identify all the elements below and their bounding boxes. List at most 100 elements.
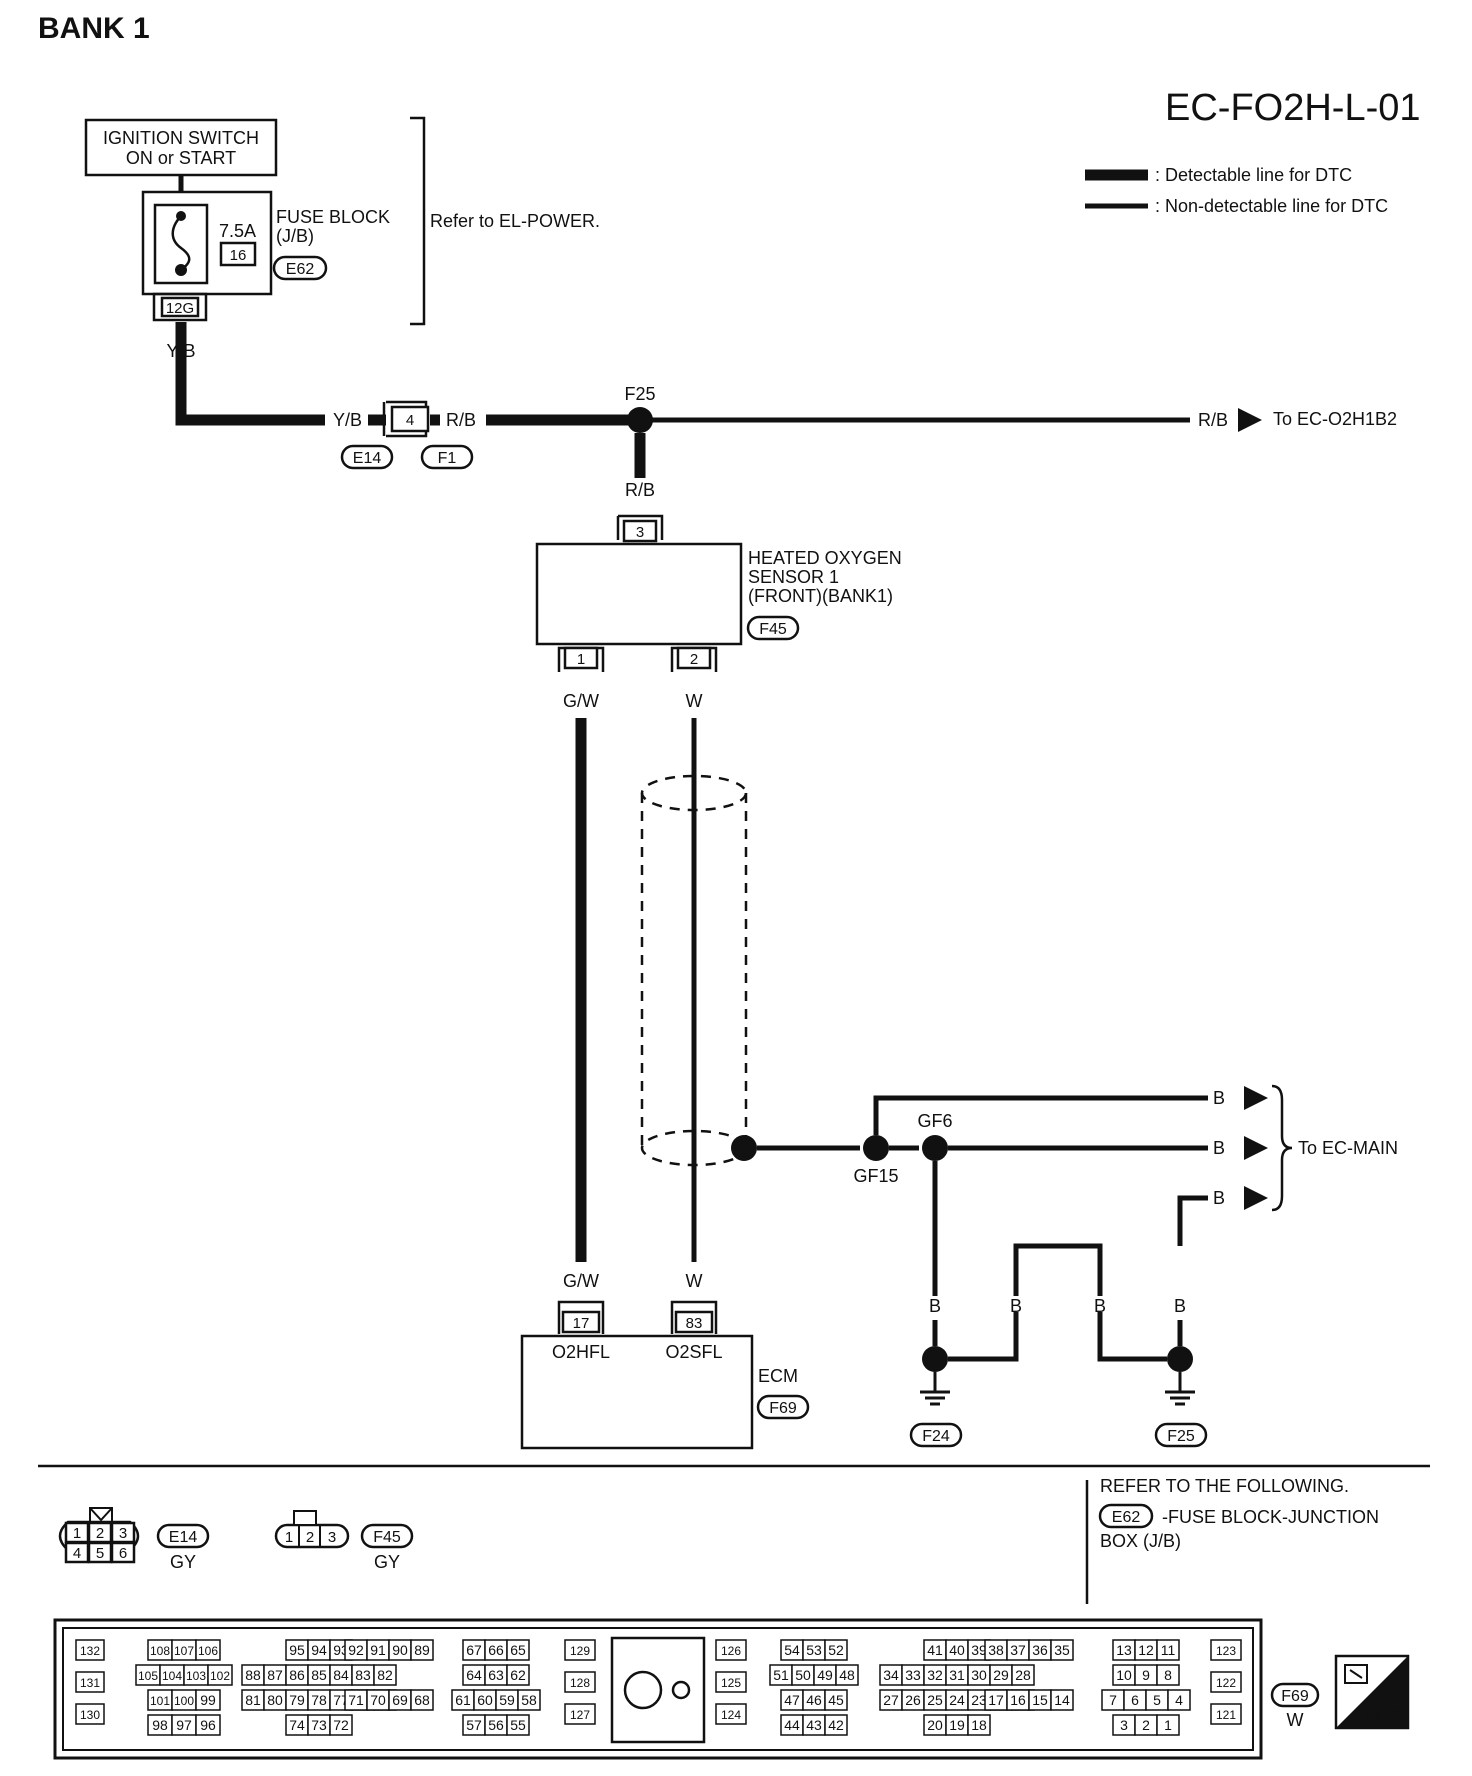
- sensor-pin1-box: [563, 646, 599, 670]
- ecm-pin-number: 81: [245, 1692, 261, 1708]
- ecm-pin-number: 3: [1120, 1717, 1128, 1733]
- shield-drain-splice: [731, 1135, 757, 1161]
- f69-face-label: F69: [1281, 1688, 1309, 1705]
- connector-f1-pill: [420, 444, 474, 470]
- ecm-connector-pill: [756, 1394, 810, 1420]
- ecm-pin-number: 8: [1164, 1667, 1172, 1683]
- f69-face-color: W: [1287, 1710, 1304, 1730]
- fuse-rating: 7.5A: [219, 221, 256, 241]
- ecm-pin-number: 10: [1116, 1667, 1132, 1683]
- ecm-pin-number: 54: [784, 1642, 800, 1658]
- ecm-pin-number: 4: [1175, 1692, 1183, 1708]
- to-ec-main: To EC-MAIN: [1298, 1138, 1398, 1158]
- ecm-pin-number: 15: [1032, 1692, 1048, 1708]
- ecm-pin-number: 130: [80, 1708, 100, 1722]
- ecm-pin-cell: [329, 1714, 353, 1736]
- ecm-box: [520, 1334, 754, 1450]
- ecm-pin-cell: [207, 1664, 233, 1686]
- ecm-pin-number: 68: [414, 1692, 430, 1708]
- ecm-pin-cell: [1210, 1639, 1242, 1661]
- connector-e14-key: [89, 1507, 113, 1523]
- to-main-brace: [1271, 1084, 1293, 1212]
- wire-color-rb-sensor: R/B: [625, 480, 655, 500]
- sensor-pin1: 1: [577, 651, 585, 668]
- ecm-name: ECM: [758, 1366, 798, 1386]
- ecm-pin-number: 49: [817, 1667, 833, 1683]
- page-title: BANK 1: [38, 12, 150, 45]
- ecm-pin-cell: [824, 1689, 848, 1711]
- ecm-pin-cell: [1156, 1714, 1180, 1736]
- ecm-pin-number: 124: [721, 1708, 741, 1722]
- f45-face-pill: [360, 1523, 414, 1549]
- legend: : Detectable line for DTC : Non-detectab…: [1085, 165, 1388, 216]
- ecm-pin-cell: [75, 1671, 105, 1693]
- ecm-pin-number: 69: [392, 1692, 408, 1708]
- ecm-pin-number: 20: [927, 1717, 943, 1733]
- ecm-pin83-frame: [670, 1300, 718, 1334]
- e14-pin-2: 2: [96, 1525, 104, 1542]
- ecm-pin-number: 27: [883, 1692, 899, 1708]
- ecm-pin-number: 126: [721, 1644, 741, 1658]
- e14-face-label: E14: [169, 1529, 198, 1546]
- ecm-signal-o2hfl: O2HFL: [552, 1342, 610, 1362]
- ecm-pin-number: 121: [1216, 1708, 1236, 1722]
- ground-f24-pill: [909, 1422, 963, 1448]
- wire-color-b-7: B: [1094, 1296, 1106, 1316]
- e14-pin-6-box: [110, 1541, 136, 1564]
- ecm-pin-number: 64: [466, 1667, 482, 1683]
- legend-nondetectable: : Non-detectable line for DTC: [1155, 196, 1388, 216]
- ground-symbol-f24: [920, 1372, 950, 1406]
- ecm-pin-cell: [1050, 1639, 1074, 1661]
- ecm-pin-number: 50: [795, 1667, 811, 1683]
- ecm-pin-number: 56: [488, 1717, 504, 1733]
- ground-f25-label: F25: [1167, 1428, 1195, 1445]
- ecm-pin-number: 40: [949, 1642, 965, 1658]
- ecm-pin-number: 78: [311, 1692, 327, 1708]
- diagram-code: EC-FO2H-L-01: [1165, 87, 1421, 129]
- ecm-pin-number: 83: [355, 1667, 371, 1683]
- ecm-pin-number: 89: [414, 1642, 430, 1658]
- ecm-pin-cell: [1011, 1664, 1035, 1686]
- ecm-pin-number: 53: [806, 1642, 822, 1658]
- refer-power: Refer to EL-POWER.: [430, 211, 600, 231]
- ecm-pin-number: 70: [370, 1692, 386, 1708]
- ecm-pin17-frame: [557, 1300, 605, 1334]
- ecm-pin-cell: [715, 1703, 747, 1725]
- fuse-connector-label: E62: [286, 261, 315, 278]
- ecm-pin-cell: [75, 1703, 105, 1725]
- ecm-pin-cell: [715, 1671, 747, 1693]
- ecm-pin-number: 92: [348, 1642, 364, 1658]
- ecm-pin-number: 9: [1142, 1667, 1150, 1683]
- to-o2h1b2: To EC-O2H1B2: [1273, 409, 1397, 429]
- connector-f1-label: F1: [438, 450, 457, 467]
- refer-following-line3: BOX (J/B): [1100, 1531, 1181, 1551]
- ecm-face-inner: [62, 1627, 1254, 1751]
- ecm-pin-number: 95: [289, 1642, 305, 1658]
- ecm-pin-number: 61: [455, 1692, 471, 1708]
- ecm-pin-number: 131: [80, 1676, 100, 1690]
- ecm-pin-number: 62: [510, 1667, 526, 1683]
- f45-face-label: F45: [373, 1529, 401, 1546]
- ecm-pin-number: 86: [289, 1667, 305, 1683]
- e14-pin-4: 4: [73, 1545, 81, 1562]
- wire-color-yb-mid: Y/B: [333, 410, 362, 430]
- f45-pin-3: 3: [328, 1529, 336, 1546]
- ecm-pin-number: 122: [1216, 1676, 1236, 1690]
- wire-color-w-bottom: W: [686, 1271, 703, 1291]
- ecm-pin-cell: [506, 1714, 530, 1736]
- refer-following-line1: REFER TO THE FOLLOWING.: [1100, 1476, 1349, 1496]
- ecm-pin-number: 41: [927, 1642, 943, 1658]
- ecm-pin-cell: [564, 1703, 596, 1725]
- sensor-line2: SENSOR 1: [748, 567, 839, 587]
- ecm-pin-number: 52: [828, 1642, 844, 1658]
- ecm-pin-number: 100: [174, 1694, 194, 1708]
- ecm-pin-number: 36: [1032, 1642, 1048, 1658]
- wire-color-gw-bottom: G/W: [563, 1271, 599, 1291]
- ecm-pin-number: 55: [510, 1717, 526, 1733]
- ecm-pin-cell: [195, 1639, 221, 1661]
- ecm-pin-number: 14: [1054, 1692, 1070, 1708]
- ecm-pin-number: 63: [488, 1667, 504, 1683]
- ecm-pin-number: 99: [200, 1692, 216, 1708]
- ecm-pin-number: 17: [988, 1692, 1004, 1708]
